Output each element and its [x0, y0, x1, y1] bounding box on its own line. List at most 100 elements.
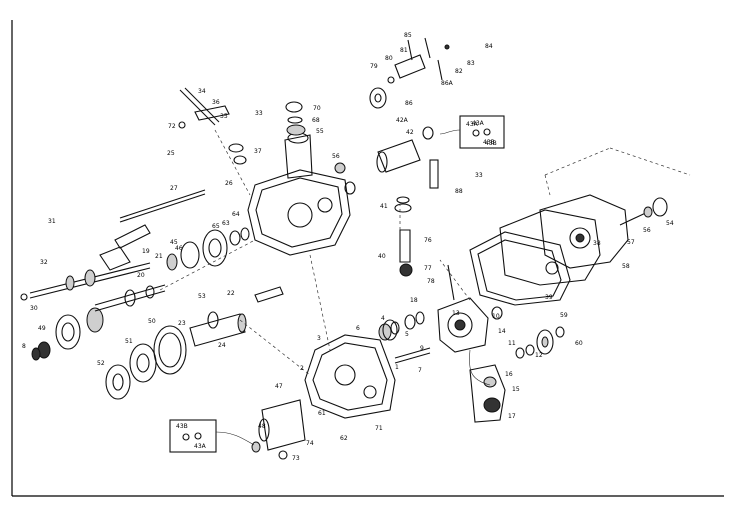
- drawing-frame: [11, 20, 724, 497]
- callout: 22: [227, 290, 235, 297]
- callout: 38: [593, 240, 601, 247]
- callout: 74: [306, 440, 314, 447]
- callout: 55: [316, 128, 324, 135]
- callout: 6: [356, 325, 360, 332]
- callout: 3: [317, 335, 321, 342]
- callout: 86: [405, 100, 413, 107]
- callout: 43B: [485, 140, 497, 147]
- callout: 14: [498, 328, 506, 335]
- callout: 72: [168, 123, 176, 130]
- callout: 51: [125, 338, 133, 345]
- callout: 49: [38, 325, 46, 332]
- callout: 64: [232, 211, 240, 218]
- callout: 71: [375, 425, 383, 432]
- callout: 31: [48, 218, 56, 225]
- callout: 36: [212, 99, 220, 106]
- callout: 73: [292, 455, 300, 462]
- callout: 21: [155, 253, 163, 260]
- center-lower-housing: [251, 321, 431, 460]
- legend-bottom-label-b: 43A: [194, 443, 207, 450]
- callout: 61: [318, 410, 326, 417]
- callout: 11: [508, 340, 516, 347]
- callout: 30: [30, 305, 38, 312]
- callout-labels: 70 68 55 56 34 36 72 35 33 37 25 27 26 3…: [22, 32, 674, 462]
- callout: 85: [404, 32, 412, 39]
- callout: 88: [455, 188, 463, 195]
- callout: 16: [505, 371, 513, 378]
- left-shaft-assembly: [20, 189, 206, 301]
- center-upper-parts: [376, 126, 455, 301]
- callout: 70: [313, 105, 321, 112]
- middle-gear-cluster: [166, 227, 284, 303]
- callout: 13: [452, 310, 460, 317]
- callout: 33: [255, 110, 263, 117]
- callout: 68: [312, 117, 320, 124]
- right-side-cover-and-gaskets: [469, 147, 691, 306]
- callout: 9: [420, 345, 424, 352]
- legend-box-bottom: 43B 43A: [169, 419, 255, 453]
- callout: 26: [225, 180, 233, 187]
- callout: 23: [178, 320, 186, 327]
- callout: 78: [427, 278, 435, 285]
- callout: 45: [170, 239, 178, 246]
- callout: 39: [545, 294, 553, 301]
- callout: 82: [455, 68, 463, 75]
- callout: 62: [340, 435, 348, 442]
- callout: 76: [424, 237, 432, 244]
- callout: 83: [467, 60, 475, 67]
- callout: 8: [22, 343, 26, 350]
- shift-lever: [178, 87, 251, 196]
- callout: 17: [508, 413, 516, 420]
- callout: 10: [492, 313, 500, 320]
- callout: 40: [378, 253, 386, 260]
- left-transmission-housing: [247, 101, 356, 256]
- callout: 54: [666, 220, 674, 227]
- callout: 47: [275, 383, 283, 390]
- callout: 41: [380, 203, 388, 210]
- legend-top-label-b: 43B: [483, 139, 495, 146]
- callout: 42: [406, 129, 414, 136]
- callout: 12: [535, 352, 543, 359]
- assembly-guide-lines: [159, 205, 471, 376]
- callout: 81: [400, 47, 408, 54]
- callout: 18: [410, 297, 418, 304]
- legend-top-label-a: 43A: [466, 121, 479, 128]
- callout: 27: [170, 185, 178, 192]
- callout: 48: [258, 423, 266, 430]
- right-lower-gears: [382, 311, 565, 359]
- callout: 43A: [472, 120, 485, 127]
- callout: 63: [222, 220, 230, 227]
- callout: 56: [332, 153, 340, 160]
- callout: 15: [512, 386, 520, 393]
- callout: 56: [643, 227, 651, 234]
- callout: 34: [198, 88, 206, 95]
- callout: 1: [395, 364, 399, 371]
- callout: 33: [475, 172, 483, 179]
- callout: 20: [137, 272, 145, 279]
- callout: 32: [40, 259, 48, 266]
- callout: 46: [175, 245, 183, 252]
- large-gear-pair: [105, 311, 247, 400]
- callout: 52: [97, 360, 105, 367]
- callout: 86A: [441, 80, 454, 87]
- callout: 5: [405, 331, 409, 338]
- callout: 25: [167, 150, 175, 157]
- left-gear-stack: [31, 284, 166, 361]
- callout: 65: [212, 223, 220, 230]
- callout: 59: [560, 312, 568, 319]
- top-bracket-assembly: [369, 37, 450, 109]
- callout: 4: [381, 315, 385, 322]
- callout: 53: [198, 293, 206, 300]
- callout: 37: [254, 148, 262, 155]
- callout: 57: [627, 239, 635, 246]
- callout: 24: [218, 342, 226, 349]
- legend-bottom-label-a: 43B: [176, 423, 188, 430]
- callout: 60: [575, 340, 583, 347]
- callout: 50: [148, 318, 156, 325]
- callout: 35: [220, 113, 228, 120]
- callout: 19: [142, 248, 150, 255]
- callout: 84: [485, 43, 493, 50]
- callout: 77: [424, 265, 432, 272]
- callout: 2: [300, 365, 304, 372]
